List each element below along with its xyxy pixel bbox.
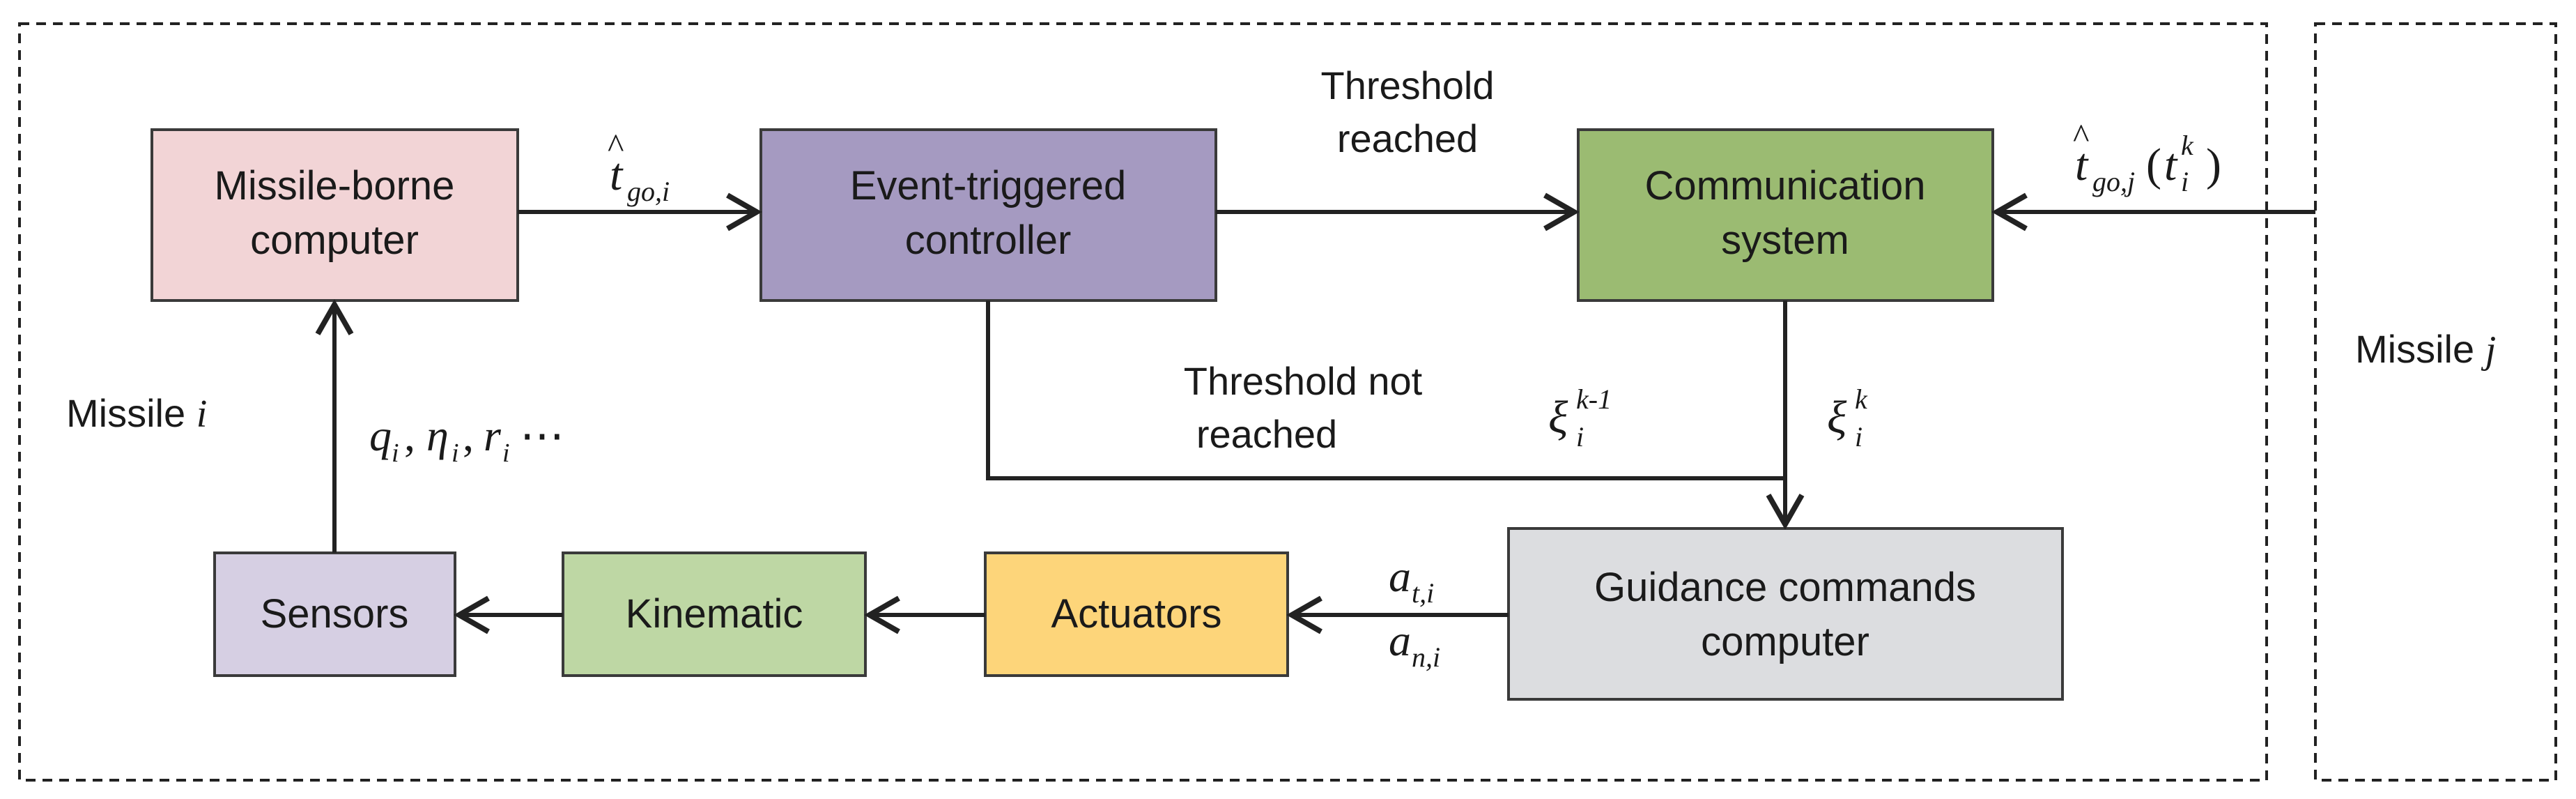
t-go-j-open-paren: ( xyxy=(2146,139,2161,190)
label-a-t: a t,i xyxy=(1389,551,1434,609)
t-go-j-base: t xyxy=(2075,139,2089,190)
label-t-go-j: t ^ go,j ( t k i ) xyxy=(2073,116,2221,197)
missile-j-frame xyxy=(2314,22,2557,782)
missile-borne-computer-line1: Missile-borne xyxy=(215,163,455,208)
missile-i-frame xyxy=(18,22,2268,782)
t-go-j-arg-sub: i xyxy=(2181,166,2189,197)
t-go-j-arg-base: t xyxy=(2164,139,2178,190)
label-xi-k-minus-1: ξ k-1 i xyxy=(1548,383,1612,452)
xi-k-minus-1-base: ξ xyxy=(1548,392,1568,443)
xi-k-minus-1-sup: k-1 xyxy=(1576,383,1612,415)
sensor-var-ellipsis: ⋯ xyxy=(520,411,564,460)
label-xi-k: ξ k i xyxy=(1827,383,1868,452)
sensor-var-comma-2: , xyxy=(463,411,474,460)
a-n-base: a xyxy=(1389,616,1411,665)
event-triggered-controller-line1: Event-triggered xyxy=(850,163,1127,208)
t-go-j-close-paren: ) xyxy=(2206,139,2221,190)
sensor-var-comma-1: , xyxy=(404,411,415,460)
a-t-sub: t,i xyxy=(1412,577,1434,609)
sensor-var-q: q xyxy=(369,411,392,460)
label-t-go-i: t ^ go,i xyxy=(608,126,670,207)
actuators-block: Actuators xyxy=(984,551,1289,677)
event-triggered-controller-line2: controller xyxy=(905,218,1072,263)
sensor-var-eta: η xyxy=(426,411,449,460)
sensor-var-eta-sub: i xyxy=(452,439,459,468)
communication-system-line2: system xyxy=(1721,218,1849,263)
xi-k-sup: k xyxy=(1855,383,1868,415)
missile-j-label-index: j xyxy=(2481,328,2497,372)
t-go-i-hat: ^ xyxy=(608,126,624,165)
missile-borne-computer-block: Missile-borne computer xyxy=(151,128,519,302)
sensors-label: Sensors xyxy=(261,591,409,637)
t-go-i-base: t xyxy=(610,149,624,200)
wire-etc-threshold-not-reached xyxy=(986,300,1785,480)
threshold-not-reached-line1: Threshold not xyxy=(1184,359,1423,403)
xi-k-sub: i xyxy=(1855,421,1862,452)
t-go-j-sub: go,j xyxy=(2092,166,2135,197)
actuators-label: Actuators xyxy=(1051,591,1222,637)
t-go-j-hat: ^ xyxy=(2073,116,2089,155)
xi-k-minus-1-sub: i xyxy=(1576,421,1584,452)
communication-system-block: Communication system xyxy=(1577,128,1994,302)
label-a-n: a n,i xyxy=(1389,616,1440,673)
missile-i-label-word: Missile xyxy=(66,391,196,435)
sensor-var-q-sub: i xyxy=(392,439,399,468)
kinematic-label: Kinematic xyxy=(626,591,803,637)
event-triggered-controller-block: Event-triggered controller xyxy=(759,128,1217,302)
guidance-commands-computer-line2: computer xyxy=(1701,619,1869,664)
communication-system-line1: Communication xyxy=(1645,163,1926,208)
missile-i-label: Missile i xyxy=(66,391,207,436)
t-go-j-arg-sup: k xyxy=(2181,130,2194,161)
a-n-sub: n,i xyxy=(1412,641,1440,673)
t-go-i-sub: go,i xyxy=(627,176,670,207)
sensor-var-r-sub: i xyxy=(502,439,510,468)
missile-borne-computer-line2: computer xyxy=(250,218,419,263)
xi-k-base: ξ xyxy=(1827,392,1847,443)
threshold-reached-line2: reached xyxy=(1337,116,1478,160)
kinematic-block: Kinematic xyxy=(562,551,867,677)
threshold-reached-line1: Threshold xyxy=(1320,63,1494,107)
missile-j-label: Missile j xyxy=(2355,327,2496,372)
guidance-commands-computer-block: Guidance commands computer xyxy=(1507,527,2064,701)
sensors-block: Sensors xyxy=(213,551,456,677)
missile-j-label-word: Missile xyxy=(2355,327,2485,371)
guidance-commands-computer-line1: Guidance commands xyxy=(1594,565,1976,610)
label-sensor-vars: q i , η i , r i ⋯ xyxy=(369,411,564,468)
missile-i-label-index: i xyxy=(196,393,208,436)
threshold-not-reached-line2: reached xyxy=(1196,412,1337,456)
sensor-var-r: r xyxy=(484,411,502,460)
a-t-base: a xyxy=(1389,551,1411,601)
